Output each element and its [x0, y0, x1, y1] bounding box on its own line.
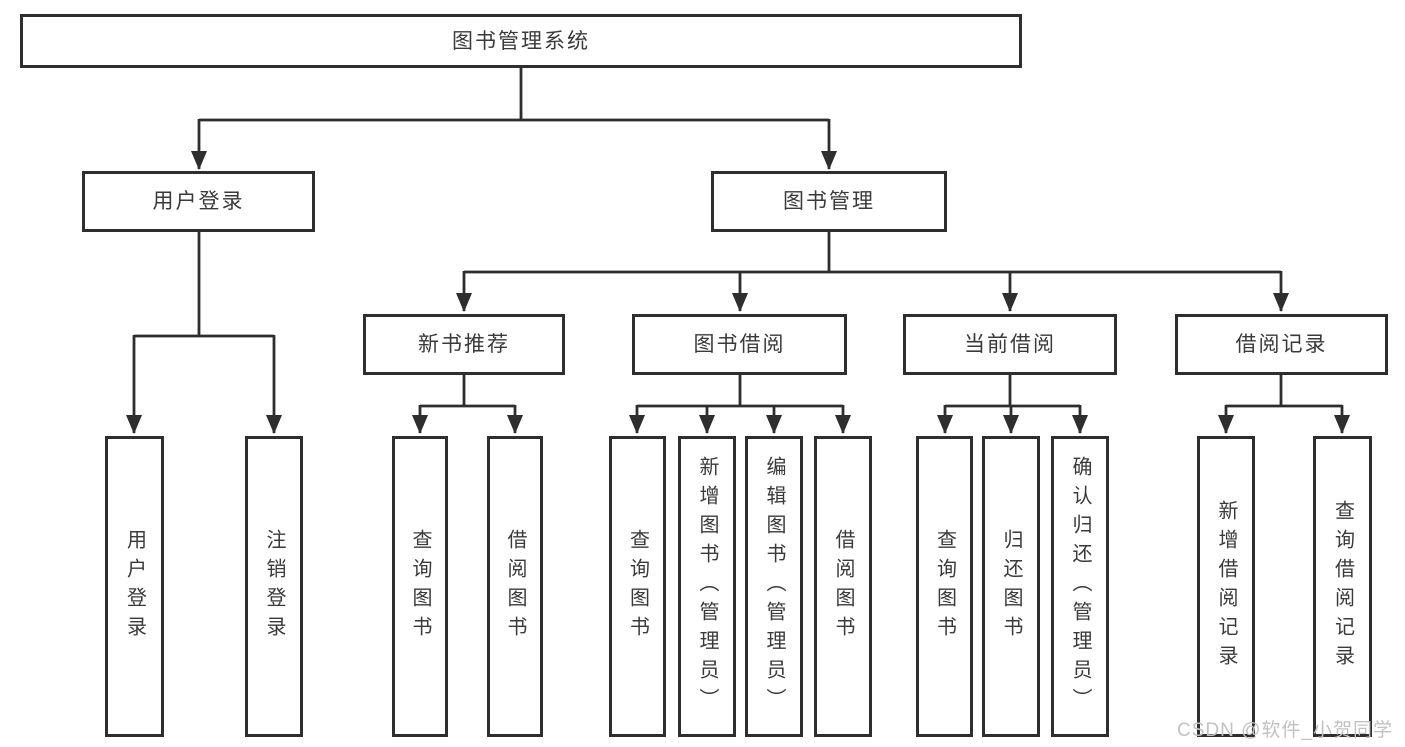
leaf-label: 新增借阅记录	[1215, 499, 1237, 674]
node-book-management: 图书管理	[711, 171, 947, 232]
leaf-label: 确认归还（管理员）	[1069, 456, 1091, 717]
connector-group	[126, 68, 1350, 434]
leaf-label: 借阅图书	[832, 528, 854, 645]
node-borrow-records: 借阅记录	[1175, 314, 1388, 375]
leaf-label: 查询借阅记录	[1331, 499, 1354, 674]
csdn-watermark: CSDN @软件_小贺同学	[1177, 720, 1393, 741]
leaf-label: 查询图书	[409, 528, 431, 645]
leaf-user-login: 用户登录	[105, 436, 164, 737]
leaf-confirm-return-admin: 确认归还（管理员）	[1051, 436, 1109, 737]
leaf-add-books-admin: 新增图书（管理员）	[678, 436, 736, 737]
leaf-query-borrow-record: 查询借阅记录	[1313, 436, 1372, 737]
leaf-borrow-books-1: 借阅图书	[487, 436, 543, 737]
leaf-logout: 注销登录	[245, 436, 303, 737]
node-current-borrow: 当前借阅	[903, 314, 1117, 375]
node-user-login: 用户登录	[82, 171, 315, 232]
leaf-label: 查询图书	[626, 528, 649, 645]
leaf-label: 用户登录	[123, 528, 146, 645]
leaf-label: 新增图书（管理员）	[696, 456, 718, 717]
leaf-return-books: 归还图书	[982, 436, 1040, 737]
leaf-query-books-3: 查询图书	[916, 436, 973, 737]
leaf-label: 注销登录	[263, 528, 285, 645]
leaf-label: 编辑图书（管理员）	[763, 456, 785, 717]
leaf-label: 归还图书	[1000, 528, 1022, 645]
node-book-borrow: 图书借阅	[632, 314, 847, 375]
leaf-label: 借阅图书	[504, 528, 526, 645]
node-root-system: 图书管理系统	[20, 14, 1022, 68]
leaf-borrow-books-2: 借阅图书	[814, 436, 872, 737]
node-new-book-recommend: 新书推荐	[363, 314, 565, 375]
leaf-query-books-1: 查询图书	[392, 436, 448, 737]
leaf-add-borrow-record: 新增借阅记录	[1197, 436, 1255, 737]
leaf-query-books-2: 查询图书	[609, 436, 666, 737]
leaf-label: 查询图书	[933, 528, 956, 645]
leaf-edit-books-admin: 编辑图书（管理员）	[745, 436, 803, 737]
